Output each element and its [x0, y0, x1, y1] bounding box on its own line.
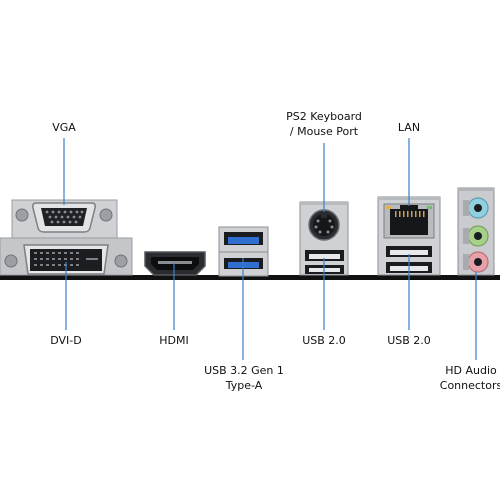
- audio-line-in-jack: [463, 198, 488, 218]
- usb32-upper-port: [219, 227, 268, 252]
- label-audio-line1: HD Audio: [445, 364, 497, 377]
- label-audio-line2: Connectors: [440, 379, 500, 392]
- label-usb32-line2: Type-A: [225, 379, 263, 392]
- label-dvid: DVI-D: [50, 334, 82, 347]
- ps2-port: [309, 210, 339, 240]
- label-usb20-b: USB 2.0: [387, 334, 431, 347]
- lan-port: [384, 204, 434, 238]
- label-usb32-line1: USB 3.2 Gen 1: [204, 364, 284, 377]
- hdmi-port: [145, 252, 205, 275]
- label-ps2-line2: / Mouse Port: [290, 125, 359, 138]
- audio-mic-jack: [463, 252, 488, 272]
- label-usb20-a: USB 2.0: [302, 334, 346, 347]
- label-ps2-line1: PS2 Keyboard: [286, 110, 362, 123]
- label-vga: VGA: [52, 121, 76, 134]
- audio-line-out-jack: [463, 226, 488, 246]
- label-lan: LAN: [398, 121, 420, 134]
- label-hdmi: HDMI: [159, 334, 188, 347]
